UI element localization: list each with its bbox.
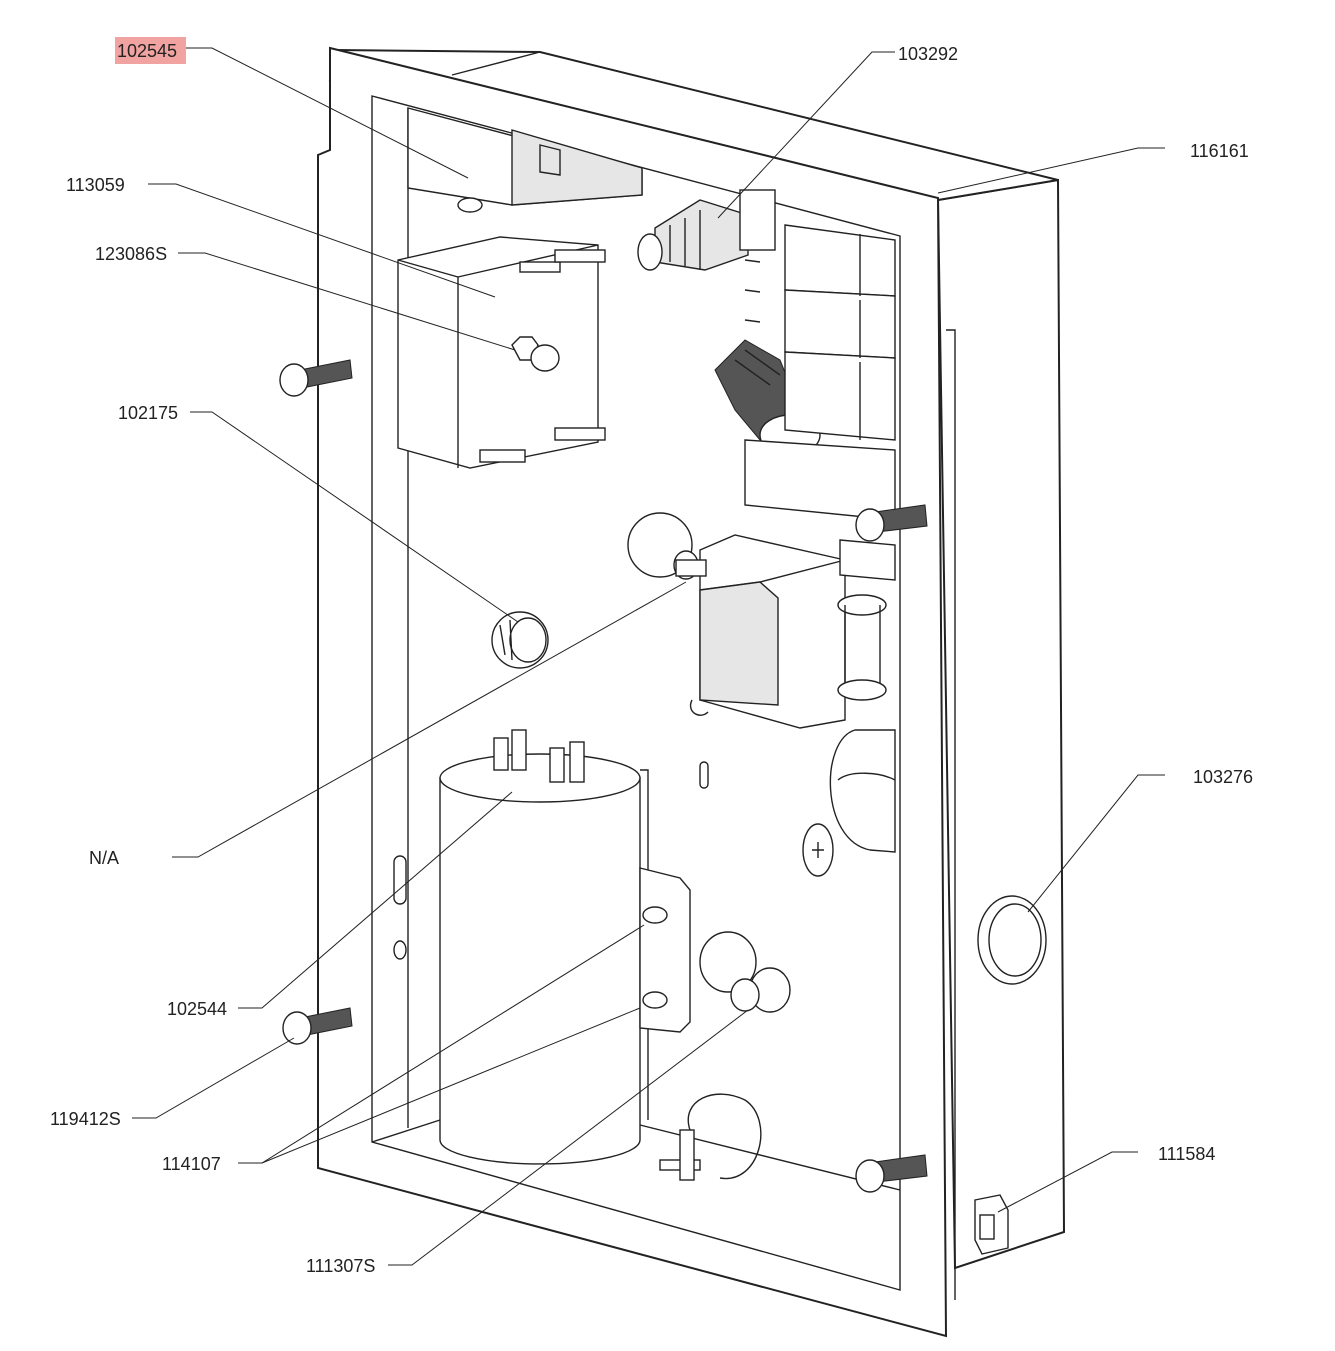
label-103292: 103292: [898, 44, 958, 64]
leader-lines: [132, 47, 1165, 1266]
screw-top-left: [279, 359, 353, 397]
label-103276: 103276: [1193, 767, 1253, 787]
label-123086S: 123086S: [95, 244, 167, 264]
label-111584: 111584: [1158, 1144, 1215, 1164]
connector-103292: [637, 199, 749, 271]
label-113059: 113059: [66, 175, 125, 195]
label-highlight: [115, 37, 186, 64]
cable-gland: [699, 931, 791, 1013]
part-labels: 102545 103292 116161 113059 123086S 1021…: [50, 37, 1253, 1276]
label-114107: 114107: [162, 1154, 221, 1174]
screw-mid-right: [855, 504, 928, 542]
label-116161: 116161: [1190, 141, 1249, 161]
relay-stack: [739, 189, 896, 521]
label-102544: 102544: [167, 999, 227, 1019]
side-knockout-hole: [977, 895, 1047, 985]
screw-bottom-right: [855, 1154, 928, 1193]
latch-clip: [974, 1194, 1009, 1255]
grommet-bushing: [491, 611, 549, 669]
screw-bottom-left: [282, 1007, 353, 1045]
capacitor: [439, 729, 691, 1165]
label-102175: 102175: [118, 403, 178, 423]
control-module: [397, 236, 606, 469]
label-na: N/A: [89, 848, 119, 868]
cable-tie: [659, 1093, 762, 1181]
label-119412S: 119412S: [50, 1109, 121, 1129]
transformer: [627, 512, 846, 729]
right-side-fittings: [699, 539, 896, 877]
label-111307S: 111307S: [306, 1256, 375, 1276]
top-terminal-box: [407, 107, 643, 213]
label-102545: 102545: [117, 41, 177, 61]
